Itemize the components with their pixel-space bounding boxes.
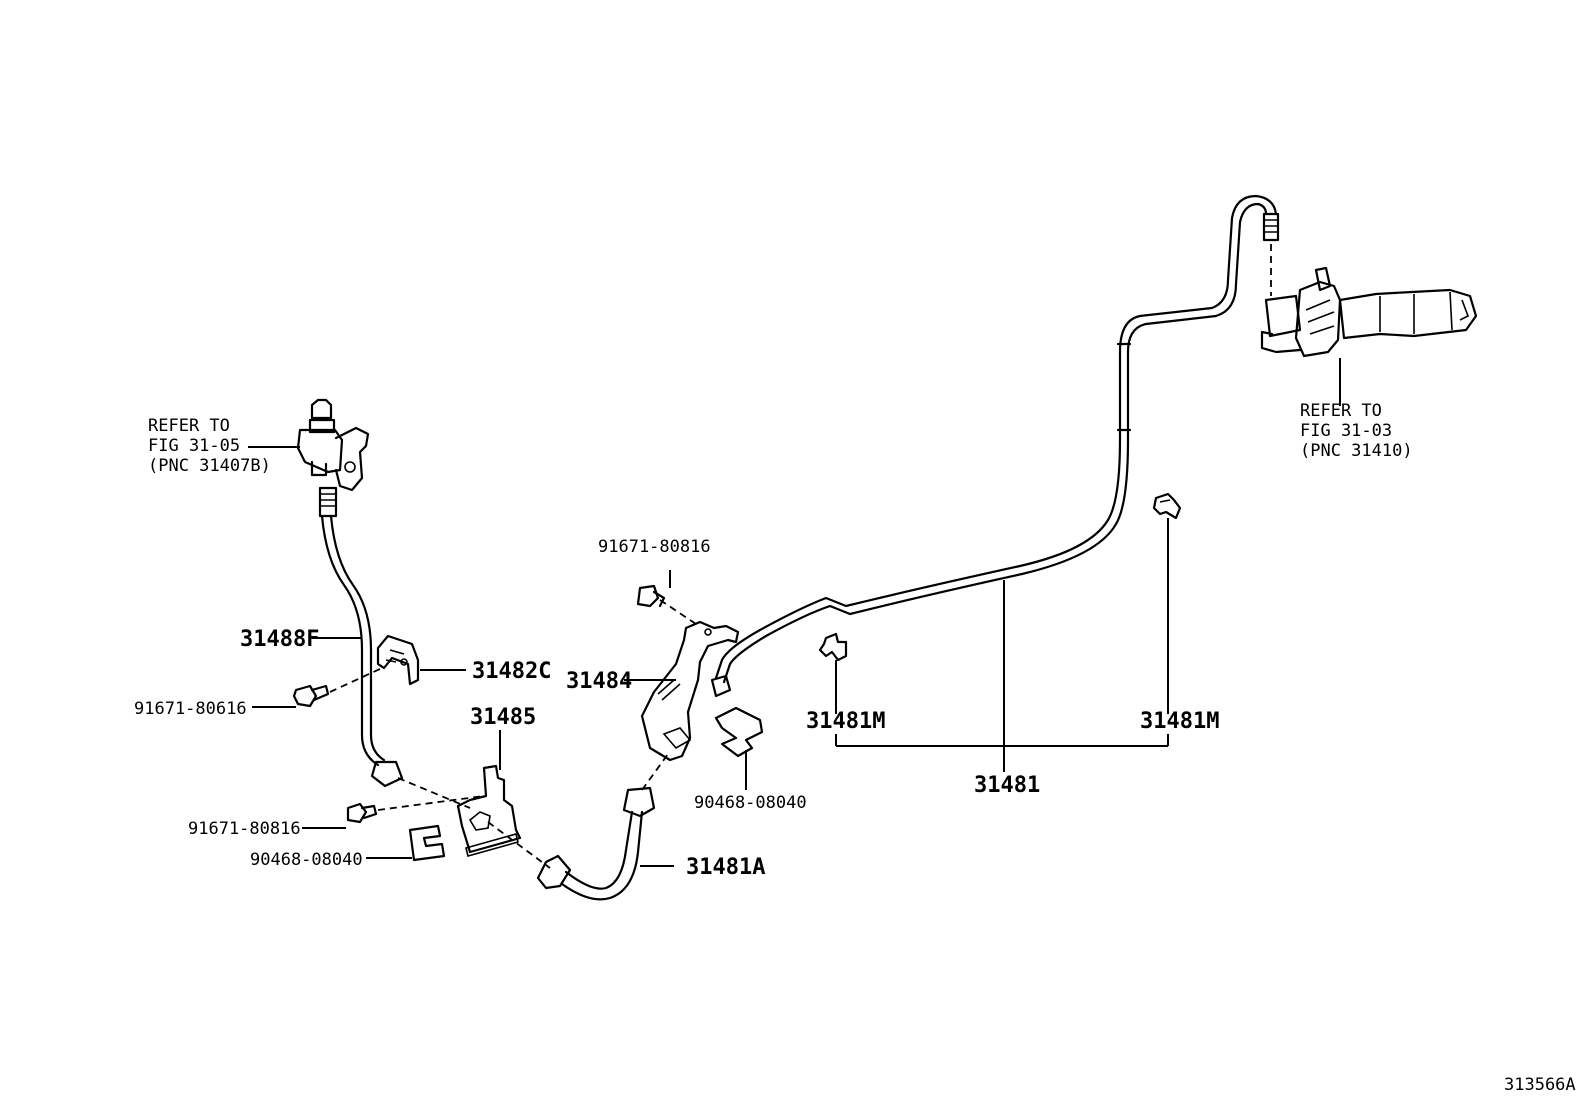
label-31481: 31481 (974, 773, 1040, 798)
ref-left-line3: (PNC 31407B) (148, 456, 271, 476)
label-91671-80816-top: 91671-80816 (598, 537, 711, 557)
leader-lines (248, 358, 1341, 867)
clip-31481M-right (1152, 492, 1182, 520)
label-31481M-left: 31481M (806, 709, 885, 734)
diagram-id: 313566A (1504, 1075, 1576, 1095)
ref-right-line3: (PNC 31410) (1300, 441, 1413, 461)
label-90468-08040-left: 90468-08040 (250, 850, 363, 870)
label-90468-08040-mid: 90468-08040 (694, 793, 807, 813)
label-91671-80616: 91671-80616 (134, 699, 247, 719)
hose-31481A (487, 753, 669, 901)
pipe-31481 (710, 194, 1280, 698)
bracket-31485 (397, 764, 522, 857)
bolt-91671-80816-left (346, 795, 485, 824)
ref-left-line2: FIG 31-05 (148, 436, 240, 456)
ref-right-line2: FIG 31-03 (1300, 421, 1392, 441)
bolt-91671-80816-top (636, 584, 666, 608)
clip-90468-08040-left (408, 824, 446, 862)
ref-right-line1: REFER TO (1300, 401, 1382, 421)
clip-31481M-left (818, 632, 848, 662)
label-31481M-right: 31481M (1140, 709, 1219, 734)
bolt-91671-80616 (292, 667, 383, 708)
label-31481A: 31481A (686, 855, 765, 880)
pipe-31488F (318, 486, 404, 788)
clutch-master-cylinder (1260, 266, 1478, 358)
release-cylinder-fitting (296, 398, 370, 492)
ref-left-line1: REFER TO (148, 416, 230, 436)
label-31488F: 31488F (240, 627, 319, 652)
label-31484: 31484 (566, 669, 632, 694)
label-91671-80816-left: 91671-80816 (188, 819, 301, 839)
label-31482C: 31482C (472, 659, 551, 684)
bracket-31484 (640, 599, 740, 762)
clip-31482C (376, 634, 420, 686)
label-31485: 31485 (470, 705, 536, 730)
clip-90468-08040-mid (714, 706, 764, 758)
